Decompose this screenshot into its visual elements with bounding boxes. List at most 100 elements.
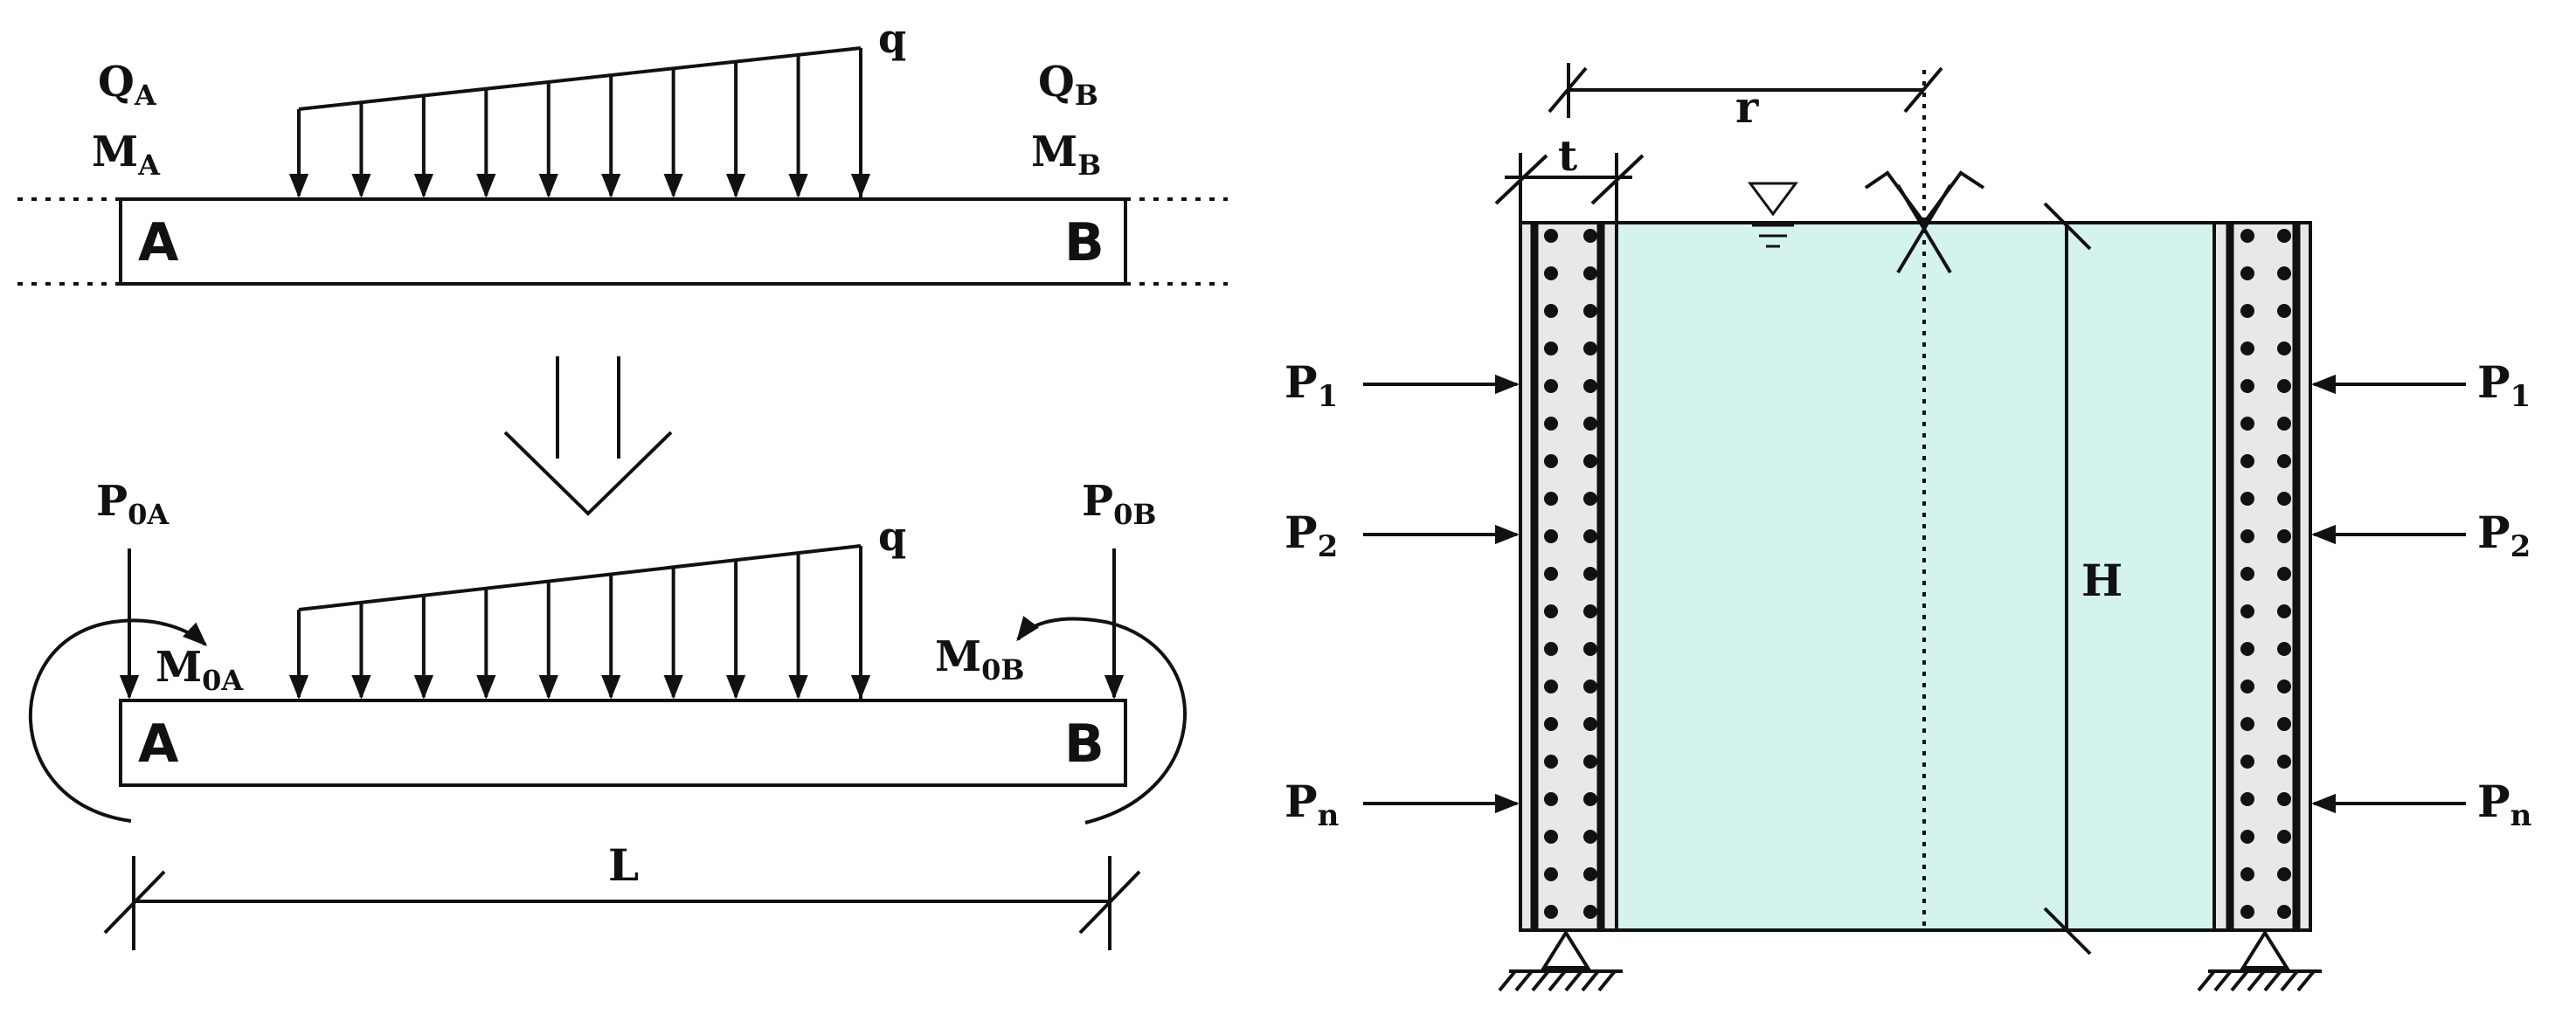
reinforcement-dot (1544, 567, 1558, 581)
reinforcement-dot (2277, 454, 2291, 468)
radius-label: r (1735, 81, 1759, 133)
thickness-dimension (1494, 153, 1645, 223)
reinforcement-dot (1583, 304, 1597, 318)
reinforcement-dot (1583, 792, 1597, 806)
height-dimension (2043, 202, 2092, 955)
top-beam-end-a: A (138, 212, 179, 273)
reinforcement-dot (1544, 492, 1558, 506)
reinforcement-dot (2277, 304, 2291, 318)
tank-group: r t H (1285, 63, 2531, 992)
reinforcement-dot (1544, 454, 1558, 468)
reinforcement-dot (1544, 379, 1558, 393)
length-dimension (103, 856, 1141, 950)
bottom-beam-group: q P0A P0B M0A M0B A B L (29, 477, 1187, 950)
reinforcement-dot (2240, 341, 2254, 355)
reinforcement-dot (2240, 717, 2254, 731)
top-beam-end-b: B (1064, 212, 1104, 273)
lateral-load-arrows (1363, 374, 2466, 814)
bottom-beam-end-a: A (138, 714, 179, 775)
reinforcement-dot (1583, 905, 1597, 919)
reinforcement-dot (1583, 717, 1597, 731)
reinforcement-dot (1583, 341, 1597, 355)
reinforcement-dot (1583, 830, 1597, 844)
reinforcement-dot (1583, 417, 1597, 431)
left-load-label-1: P1 (1285, 356, 1338, 414)
right-load-label-1: P1 (2477, 356, 2531, 414)
reinforcement-dot (2277, 229, 2291, 243)
reinforcement-dot (1544, 417, 1558, 431)
reinforcement-dot (2240, 792, 2254, 806)
reinforcement-dot (2240, 604, 2254, 618)
bottom-load-profile (298, 544, 862, 611)
pin-support-icon (1498, 929, 1623, 992)
reinforcement-dot (1583, 266, 1597, 280)
radius-dimension (1548, 63, 1943, 118)
reinforcement-dot (2277, 492, 2291, 506)
reinforcement-dot (1544, 341, 1558, 355)
reinforcement-dot (2240, 567, 2254, 581)
bottom-load-label: q (878, 513, 906, 560)
reinforcement-dot (2240, 229, 2254, 243)
transform-arrow-icon (503, 356, 673, 516)
reinforcement-dot (1544, 717, 1558, 731)
left-load-label-2: P2 (1285, 507, 1338, 564)
top-left-moment-label: MA (92, 128, 161, 182)
reinforcement-dot (1583, 642, 1597, 656)
left-moment-arrow (29, 618, 208, 823)
reinforcement-dot (2277, 905, 2291, 919)
reinforcement-dot (2277, 830, 2291, 844)
reinforcement-dot (2240, 680, 2254, 693)
top-right-moment-label: MB (1031, 128, 1101, 182)
right-point-force-label: P0B (1082, 477, 1156, 531)
reinforcement-dot (2240, 830, 2254, 844)
reinforcement-dot (1583, 229, 1597, 243)
reinforcement-dot (2240, 304, 2254, 318)
pin-support-icon (2197, 929, 2322, 992)
top-right-shear-label: QB (1038, 58, 1098, 112)
reinforcement-dot (2277, 755, 2291, 769)
reinforcement-dot (1544, 680, 1558, 693)
reinforcement-dot (2240, 755, 2254, 769)
reinforcement-dot (2240, 905, 2254, 919)
reinforcement-dot (2277, 341, 2291, 355)
right-load-label-2: P2 (2477, 507, 2531, 564)
reinforcement-dot (1544, 792, 1558, 806)
reinforcement-dot (1583, 604, 1597, 618)
top-beam (119, 197, 1127, 286)
top-load-label: q (878, 15, 906, 62)
reinforcement-dot (2277, 717, 2291, 731)
left-point-force-label: P0A (96, 477, 170, 531)
bottom-load-arrows (288, 546, 871, 700)
top-left-shear-label: QA (98, 58, 157, 112)
reinforcement-dot (1583, 680, 1597, 693)
water-level-icon (1748, 182, 1798, 248)
reinforcement-dot (1583, 567, 1597, 581)
reinforcement-dot (1544, 604, 1558, 618)
tank-water (1618, 223, 2212, 930)
reinforcement-dot (2277, 529, 2291, 543)
reinforcement-dot (1583, 454, 1597, 468)
thickness-label: t (1558, 132, 1577, 181)
reinforcement-dot (2240, 529, 2254, 543)
reinforcement-dot (2277, 642, 2291, 656)
reinforcement-dot (1544, 529, 1558, 543)
top-load-profile (298, 46, 862, 111)
reinforcement-dot (1544, 229, 1558, 243)
reinforcement-dot (1583, 492, 1597, 506)
reinforcement-dot (1544, 867, 1558, 881)
reinforcement-dot (1583, 867, 1597, 881)
reinforcement-dot (1583, 529, 1597, 543)
reinforcement-dot (1544, 830, 1558, 844)
right-moment-arrow (1016, 616, 1187, 824)
reinforcement-dot (2277, 379, 2291, 393)
reinforcement-dot (2277, 680, 2291, 693)
reinforcement-dot (2277, 567, 2291, 581)
reinforcement-dot (1583, 755, 1597, 769)
reinforcement-dot (2277, 867, 2291, 881)
right-load-label-n: Pn (2477, 776, 2531, 833)
reinforcement-dot (2277, 417, 2291, 431)
reinforcement-dot (2277, 266, 2291, 280)
bottom-beam (119, 699, 1127, 787)
